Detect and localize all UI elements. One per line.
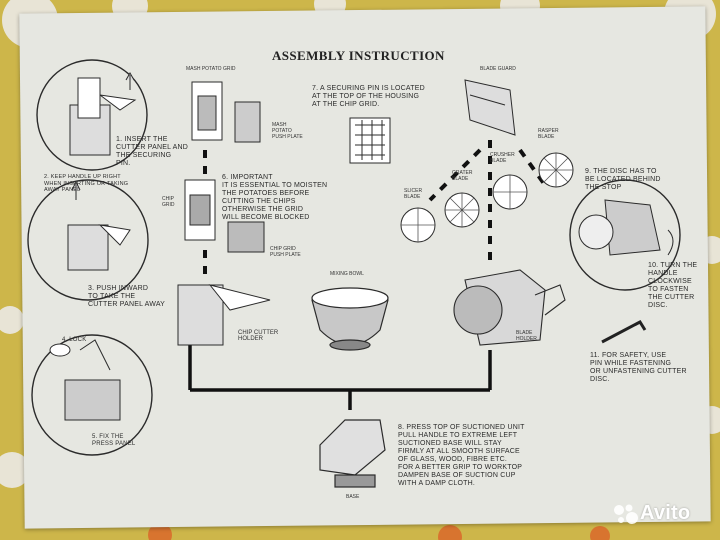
- step-10-text: 10. TURN THE HANDLE CLOCKWISE TO FASTEN …: [648, 262, 698, 309]
- avito-logo-icon: [614, 504, 638, 524]
- label-mash-potato-grid: MASH POTATO GRID: [186, 66, 236, 72]
- label-chip-cutter-holder: CHIP CUTTER HOLDER: [238, 330, 279, 342]
- step9-circle: [569, 179, 681, 291]
- label-chip-grid: CHIP GRID: [162, 196, 175, 208]
- label-slicer-blade: SLICER BLADE: [404, 188, 423, 200]
- label-base: BASE: [346, 494, 360, 500]
- step-2-text: 2. KEEP HANDLE UP RIGHT WHEN INSERTING O…: [44, 174, 129, 193]
- label-rasper-blade: RASPER BLADE: [538, 128, 559, 140]
- step-6-text: 6. IMPORTANT IT IS ESSENTIAL TO MOISTEN …: [222, 174, 328, 221]
- label-blade-holder: BLADE HOLDER: [516, 330, 537, 342]
- step3-circle: [27, 179, 149, 301]
- step-5-text: 5. FIX THE PRESS PANEL: [92, 434, 136, 447]
- step5-circle: [31, 334, 153, 456]
- label-grater-blade: GRATER BLADE: [452, 170, 473, 182]
- label-blade-guard: BLADE GUARD: [480, 66, 516, 72]
- step-3-text: 3. PUSH INWARD TO TAKE THE CUTTER PANEL …: [88, 285, 166, 308]
- label-mash-potato-push-plate: MASH POTATO PUSH PLATE: [272, 122, 303, 140]
- label-mixing-bowl: MIXING BOWL: [330, 271, 364, 277]
- step-8-text: 8. PRESS TOP OF SUCTIONED UNIT PULL HAND…: [398, 424, 525, 487]
- step-1-text: 1. INSERT THE CUTTER PANEL AND THE SECUR…: [116, 136, 189, 167]
- label-crusher-blade: CRUSHER BLADE: [490, 152, 515, 164]
- label-chip-grid-push-plate: CHIP GRID PUSH PLATE: [270, 246, 301, 258]
- step-4-text: 4. LOCK: [62, 337, 87, 343]
- step-7-text: 7. A SECURING PIN IS LOCATED AT THE TOP …: [312, 85, 425, 108]
- page-title: ASSEMBLY INSTRUCTION: [272, 48, 445, 63]
- step1-circle: [36, 59, 148, 171]
- step-11-text: 11. FOR SAFETY, USE PIN WHILE FASTENING …: [590, 352, 687, 383]
- step-9-text: 9. THE DISC HAS TO BE LOCATED BEHIND THE…: [585, 168, 661, 191]
- watermark-text: Avito: [640, 502, 691, 524]
